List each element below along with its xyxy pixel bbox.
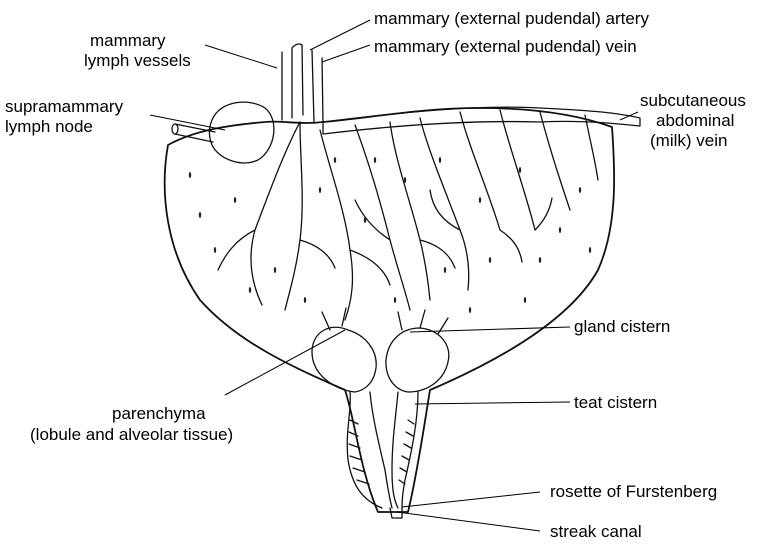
parenchyma-label-line1: parenchyma <box>112 404 206 423</box>
parenchyma-texture <box>189 157 591 313</box>
leader-lines <box>150 20 638 531</box>
vascular-branches <box>218 110 598 320</box>
milk-vein-label-line1: subcutaneous <box>640 91 746 110</box>
lymph-vessels-label-line2: lymph vessels <box>84 51 191 70</box>
artery-label: mammary (external pudendal) artery <box>374 9 649 28</box>
lymph-node-label-line1: supramammary <box>5 97 124 116</box>
lymph-node-label-line2: lymph node <box>5 117 93 136</box>
left-gland-cistern <box>312 327 376 392</box>
milk-vein-label-line3: (milk) vein <box>650 131 727 150</box>
milk-vein-label-line2: abdominal <box>656 111 734 130</box>
right-teat-cistern <box>392 392 418 508</box>
vein-label: mammary (external pudendal) vein <box>374 37 637 56</box>
streak-canal <box>390 508 402 518</box>
lymph-vessels-label-line1: mammary <box>90 31 166 50</box>
gland-cistern-label: gland cistern <box>574 317 670 336</box>
rosette-label: rosette of Furstenberg <box>550 482 717 501</box>
parenchyma-label-line2: (lobule and alveolar tissue) <box>30 425 233 444</box>
udder-outline <box>165 108 614 512</box>
supramammary-lymph-node <box>209 102 274 163</box>
streak-canal-label: streak canal <box>550 522 642 541</box>
teat-cistern-label: teat cistern <box>574 393 657 412</box>
right-gland-cistern <box>386 328 449 392</box>
pudendal-vessels <box>282 45 323 122</box>
